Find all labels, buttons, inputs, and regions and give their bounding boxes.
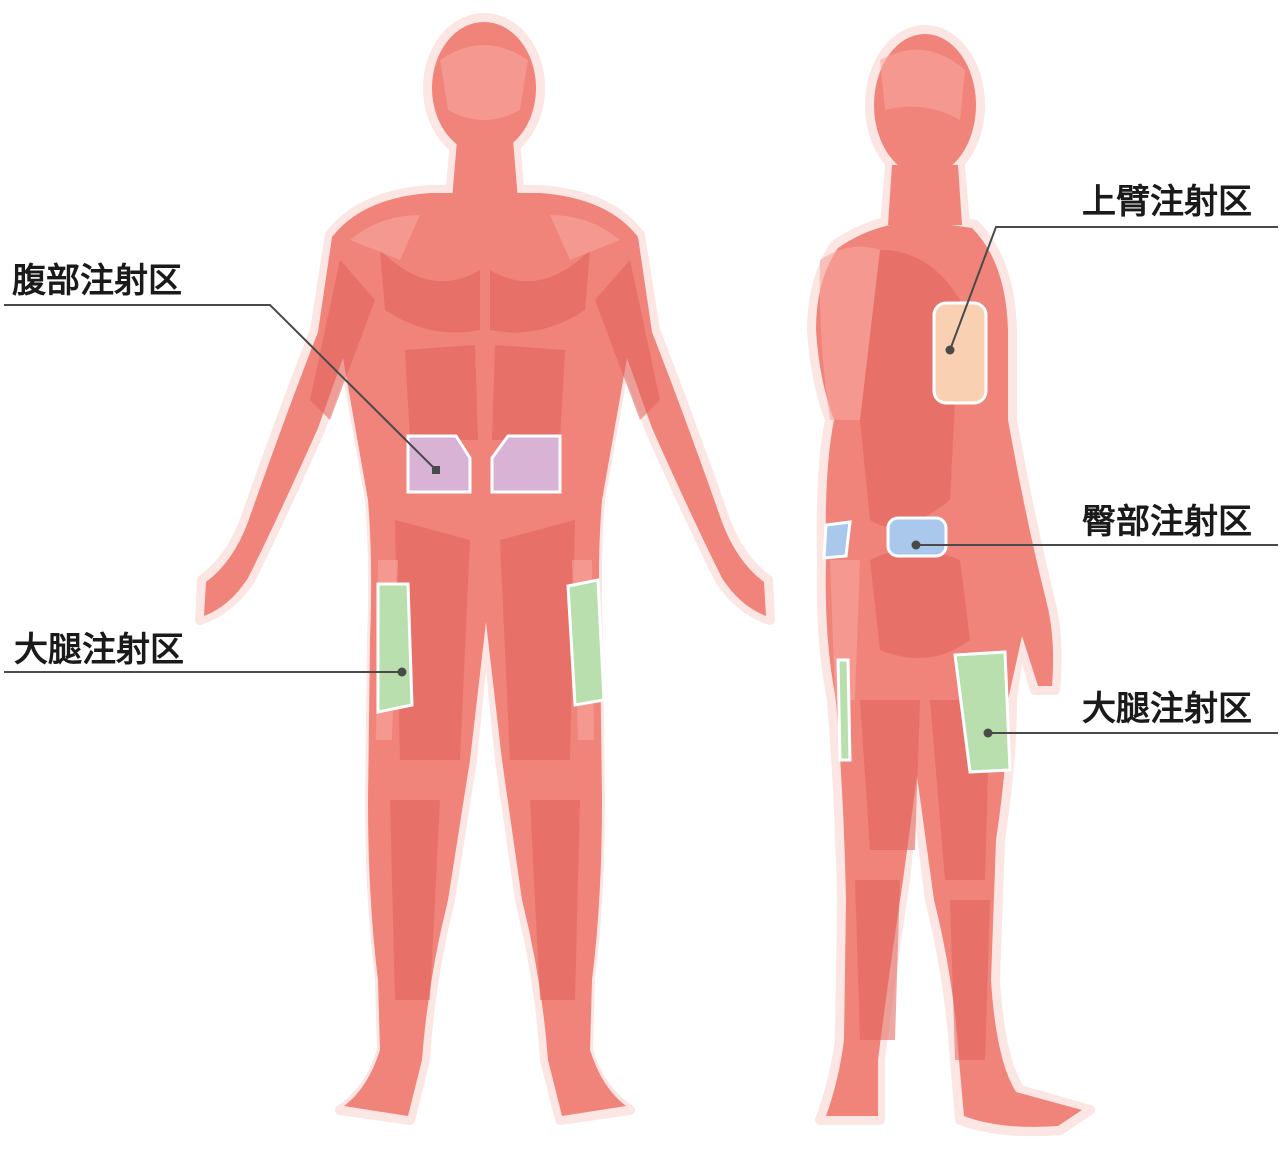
back-body-figure [812,30,1090,1131]
abdomen-zone-left [408,436,470,492]
buttock-marker-dot [912,541,921,550]
front-thigh-injection-label: 大腿注射区 [14,633,184,667]
upper-arm-injection-label: 上臂注射区 [1082,185,1252,219]
buttock-zone-right [888,518,946,556]
abdomen-zone-right [492,436,560,492]
abdomen-marker-dot [432,466,440,474]
front-thigh-zone-left [378,584,412,712]
back-thigh-zone-left [838,660,850,760]
front-thigh-zone-right [568,580,604,705]
abdomen-injection-label: 腹部注射区 [12,264,182,298]
back-thigh-injection-label: 大腿注射区 [1082,692,1252,726]
front-body-figure [200,18,770,1120]
buttock-injection-label: 臀部注射区 [1082,505,1252,539]
front-thigh-marker-dot [398,668,407,677]
upper-arm-marker-dot [946,346,955,355]
buttock-zone-left [824,522,850,558]
back-thigh-marker-dot [984,729,993,738]
upper-arm-zone [934,303,986,403]
